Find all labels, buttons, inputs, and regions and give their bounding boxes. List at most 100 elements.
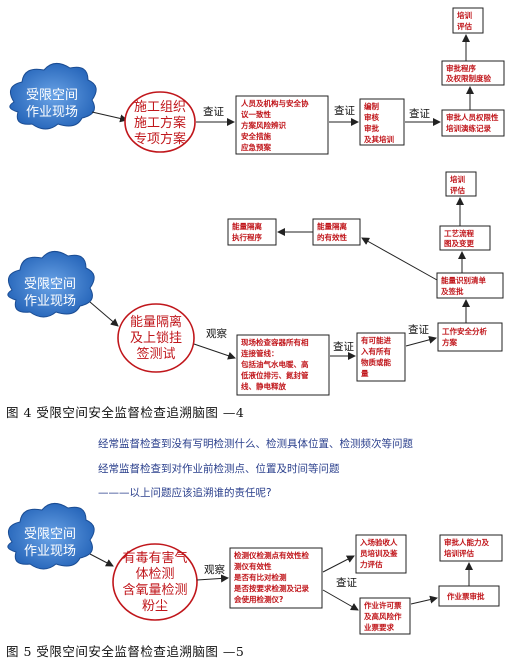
- ticket-review-box: 作业票审批: [438, 585, 500, 607]
- plan-label-line: 施工组织: [134, 100, 186, 115]
- review-step-line: 及其培训: [364, 134, 394, 144]
- inspect-box: 现场检查容器所有相 连接管线： 包括油气水电暖、高 低液位排污、氮封管 线、静电…: [236, 334, 330, 396]
- check-item-line: 安全措施: [241, 131, 271, 141]
- approver-line: 审批人员权限性: [446, 112, 499, 122]
- plan-oval: 施工组织 施工方案 专项方案: [124, 91, 196, 153]
- gas-label-line: 有毒有害气: [122, 550, 187, 566]
- permit-line: 业票要求: [364, 622, 394, 632]
- start-cloud-2: 受限空间 作业现场: [7, 251, 95, 318]
- arrow: [361, 237, 438, 281]
- start-cloud-3: 受限空间 作业现场: [7, 503, 95, 570]
- isolation-label-line: 签测试: [136, 346, 175, 362]
- training-line: 培训: [457, 10, 472, 20]
- permit-box: 作业许可票 及高风险作 业票要求: [359, 597, 411, 635]
- train-eval-box: 培训 评估: [445, 171, 477, 197]
- review-step-line: 编制: [364, 101, 379, 111]
- figure-caption-4: 图 4 受限空间安全监督检查追溯脑图 —4: [6, 405, 245, 420]
- note-line: ———以上问题应该追溯谁的责任呢?: [98, 487, 272, 499]
- acceptance-line: 力评估: [360, 559, 383, 569]
- process-box: 工艺流程 图及变更: [439, 225, 491, 251]
- verify-label: 查证: [408, 323, 429, 336]
- procedure-box: 审批程序 及权限制度验: [441, 60, 505, 86]
- isolation-label-line: 能量隔离: [130, 314, 182, 330]
- list-sign-box: 能量识别清单 及签批: [436, 272, 504, 299]
- note-line: 经常监督检查到对作业前检测点、位置及时间等问题: [98, 463, 340, 475]
- permit-line: 及高风险作: [364, 611, 402, 621]
- diagram-2: 受限空间 作业现场 能量隔离 及上锁挂 签测试 观察 现场检查容器所有相 连接管…: [7, 171, 504, 396]
- permit-line: 作业许可票: [364, 600, 402, 610]
- review-step-line: 审核: [364, 112, 379, 122]
- verify-label: 查证: [409, 107, 430, 120]
- diagram-3: 受限空间 作业现场 有毒有害气 体检测 含氧量检测 粉尘 观察 检测仪检测点有效…: [7, 503, 503, 635]
- observe-label: 观察: [206, 327, 227, 340]
- arrow: [410, 595, 438, 605]
- gas-label-line: 粉尘: [142, 599, 168, 614]
- analysis-box: 工作安全分析 方案: [437, 322, 503, 352]
- observe-label: 观察: [204, 563, 225, 576]
- process-line: 图及变更: [444, 238, 474, 248]
- figure-caption-5: 图 5 受限空间安全监督检查追溯脑图 —5: [6, 644, 245, 659]
- check-item-line: 议一致性: [241, 109, 271, 119]
- start-label-line: 作业现场: [26, 105, 78, 120]
- plan-label-line: 专项方案: [134, 131, 186, 147]
- arrow: [322, 589, 359, 611]
- exec-line: 执行程序: [232, 232, 262, 242]
- verify-label: 查证: [333, 340, 354, 353]
- procedure-line: 及权限制度验: [446, 73, 491, 83]
- verify-label: 查证: [336, 576, 357, 589]
- isolation-oval: 能量隔离 及上锁挂 签测试: [117, 303, 195, 373]
- check-item-line: 人员及机构与安全协: [241, 98, 309, 108]
- inspect-line: 连接管线：: [241, 348, 279, 358]
- list-sign-line: 能量识别清单: [441, 275, 486, 285]
- capability-line: 审批人能力及: [444, 537, 489, 547]
- exec-box: 能量隔离 执行程序: [227, 218, 277, 246]
- inspect-line: 低液位排污、氮封管: [240, 370, 309, 380]
- acceptance-line: 入场验收人: [359, 537, 398, 547]
- process-line: 工艺流程: [444, 228, 474, 238]
- start-label-line: 作业现场: [24, 294, 76, 309]
- ticket-review-text: 作业票审批: [447, 591, 485, 601]
- gas-oval: 有毒有害气 体检测 含氧量检测 粉尘: [112, 543, 198, 621]
- arrow: [196, 574, 229, 583]
- arrow: [89, 553, 114, 567]
- approver-line: 培训演练记录: [446, 123, 491, 133]
- isolate-all-box: 有可能进 入有所有 物质或能 量: [356, 332, 406, 382]
- diagram-1: 受限空间 作业现场 施工组织 施工方案 专项方案 查证 人员及机构与安全协 议一…: [9, 7, 505, 155]
- acceptance-line: 员培训及鉴: [360, 548, 398, 558]
- capability-line: 培训评估: [444, 548, 474, 558]
- verify-label: 查证: [334, 104, 355, 117]
- detector-box: 检测仪检测点有效性检 测仪有效性 是否有比对检测 是否按要求检测及记录 会使用检…: [229, 547, 323, 609]
- exec-line: 能量隔离: [232, 221, 262, 231]
- review-steps-box: 编制 审核 审批 及其培训: [359, 98, 405, 146]
- training-box: 培训 评估: [452, 7, 484, 34]
- inspect-line: 线、静电释放: [241, 381, 286, 391]
- start-label-line: 受限空间: [24, 277, 76, 292]
- check-item-line: 应急预案: [241, 142, 271, 152]
- isolate-all-line: 物质或能: [361, 357, 391, 367]
- capability-box: 审批人能力及 培训评估: [439, 534, 503, 562]
- effective-line: 能量隔离: [317, 221, 347, 231]
- detector-line: 测仪有效性: [234, 561, 272, 571]
- gas-label-line: 含氧量检测: [122, 582, 187, 598]
- start-cloud-1: 受限空间 作业现场: [9, 63, 97, 130]
- start-label-line: 作业现场: [24, 544, 76, 559]
- check-item-line: 方案风险辨识: [241, 120, 286, 130]
- analysis-line: 工作安全分析: [442, 326, 487, 336]
- arrow: [91, 111, 128, 123]
- arrow: [193, 343, 236, 360]
- isolate-all-line: 入有所有: [360, 346, 391, 356]
- inspect-line: 包括油气水电暖、高: [240, 359, 309, 369]
- list-sign-line: 及签批: [441, 286, 464, 296]
- arrow: [322, 555, 355, 573]
- analysis-line: 方案: [442, 337, 457, 347]
- detector-line: 是否有比对检测: [233, 572, 287, 582]
- train-eval-line: 培训: [450, 174, 465, 184]
- arrow: [89, 301, 119, 327]
- acceptance-box: 入场验收人 员培训及鉴 力评估: [355, 534, 407, 574]
- effective-box: 能量隔离 的有效性: [312, 218, 361, 246]
- procedure-line: 审批程序: [446, 63, 476, 73]
- check-items-box: 人员及机构与安全协 议一致性 方案风险辨识 安全措施 应急预案: [235, 95, 329, 155]
- effective-line: 的有效性: [317, 232, 347, 242]
- arrow: [405, 335, 437, 347]
